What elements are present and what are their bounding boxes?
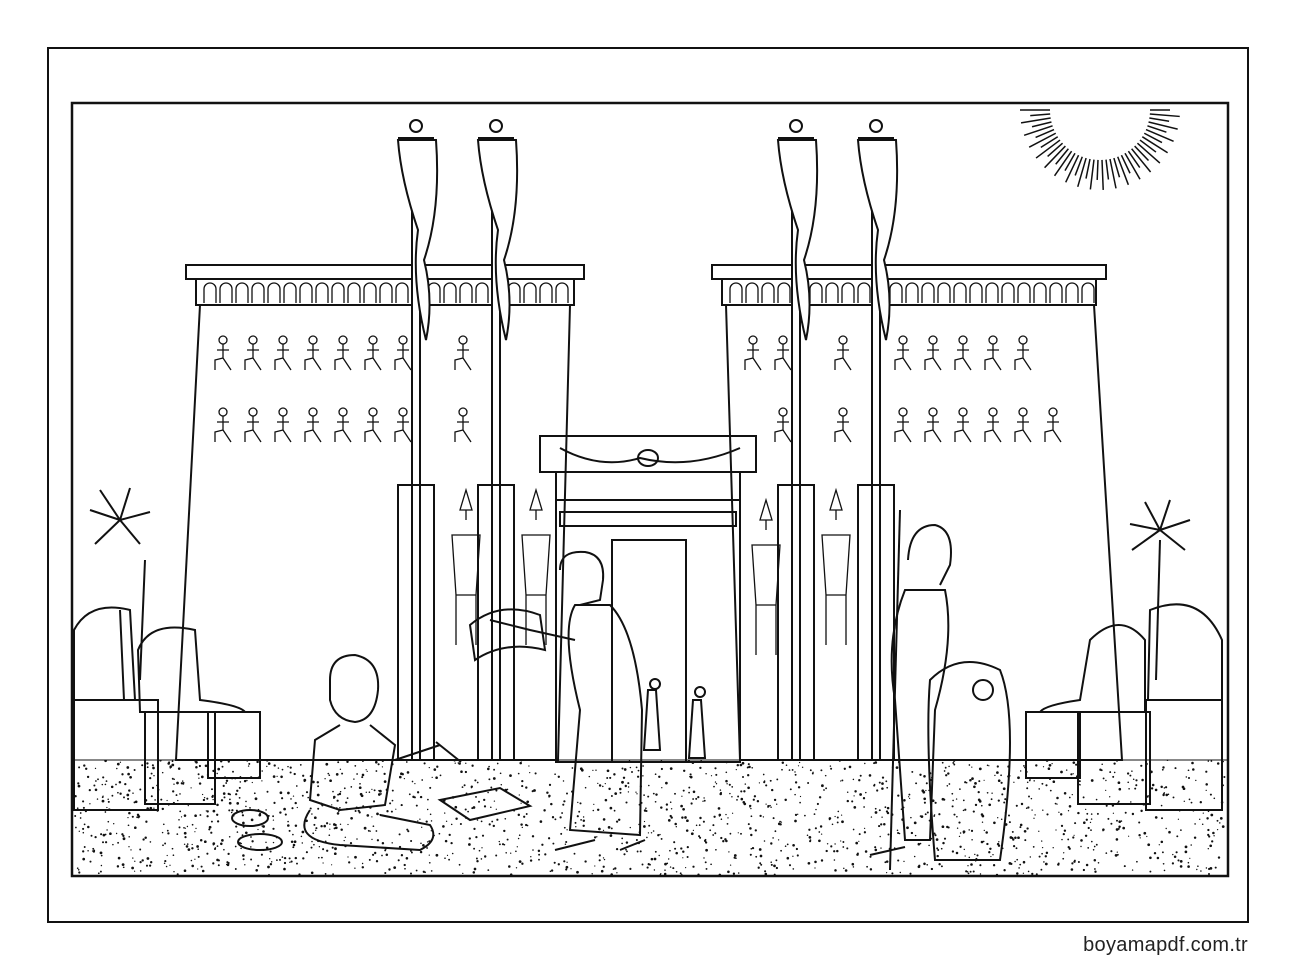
left-pylon <box>176 265 584 760</box>
site-watermark: boyamapdf.com.tr <box>1083 934 1248 956</box>
standing-priest-with-scroll <box>470 552 645 850</box>
seated-scribe <box>232 655 530 850</box>
outer-frame <box>48 48 1248 922</box>
right-sphinxes <box>1026 500 1222 810</box>
distant-figures <box>644 679 705 758</box>
left-sphinxes <box>74 488 260 810</box>
scene-frame <box>72 103 1228 876</box>
flagpoles <box>398 120 897 760</box>
temple-gateway <box>540 436 756 762</box>
sun-icon <box>1020 110 1180 190</box>
sandy-ground <box>74 759 1226 877</box>
relief-hieroglyph-figures <box>215 336 1061 655</box>
right-pylon <box>712 265 1122 760</box>
guard-with-shield-and-spear <box>870 510 1010 870</box>
